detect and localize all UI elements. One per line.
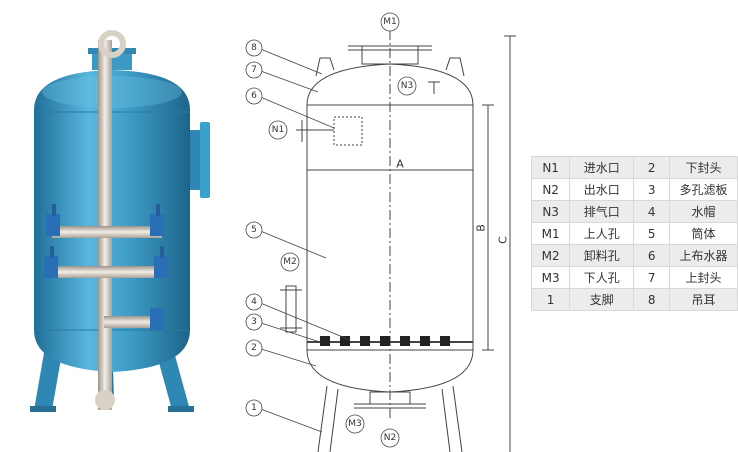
legend-number: 8 (633, 288, 671, 311)
legend-name: 下人孔 (569, 266, 635, 289)
leg-left (317, 385, 328, 452)
legend-code: N1 (530, 156, 571, 179)
callout-n2: N2 (384, 433, 396, 443)
legend-code: M1 (530, 222, 571, 245)
callout-m1: M1 (383, 17, 397, 27)
legend-number: 3 (633, 178, 671, 201)
legend-name: 支脚 (569, 288, 635, 311)
callout-m3: M3 (348, 419, 362, 429)
legend-name: 出水口 (569, 178, 635, 201)
callout-4: 4 (251, 297, 257, 307)
water-caps (320, 336, 450, 346)
legend-part: 筒体 (669, 222, 738, 245)
legend-name: 上人孔 (569, 222, 635, 245)
valves (44, 204, 168, 330)
lifting-lug-left (315, 57, 335, 77)
callout-n1: N1 (272, 125, 284, 135)
legend-number: 7 (633, 266, 671, 289)
legend-number: 2 (633, 156, 671, 179)
callout-2: 2 (251, 343, 257, 353)
technical-drawing: M1 N1 N2 N3 M2 M3 1 2 3 4 5 6 7 8 A B C (245, 12, 516, 452)
dimension-b: B (475, 224, 488, 232)
legend-code: N2 (530, 178, 571, 201)
legend-name: 卸料孔 (569, 244, 635, 267)
legend-name: 进水口 (569, 156, 635, 179)
tank-photo (30, 30, 210, 412)
upper-distributor (333, 116, 363, 146)
legend-code: N3 (530, 200, 571, 223)
callout-m2: M2 (283, 257, 297, 267)
n3-vent (428, 81, 440, 94)
callout-1: 1 (251, 403, 257, 413)
m2-discharge (285, 285, 297, 333)
callout-7: 7 (251, 65, 257, 75)
callout-8: 8 (251, 43, 257, 53)
callout-n3: N3 (401, 81, 413, 91)
legend-part: 多孔滤板 (669, 178, 738, 201)
side-manhole (190, 122, 210, 198)
legend-code: M2 (530, 244, 571, 267)
legend-number: 6 (633, 244, 671, 267)
legend-part: 吊耳 (669, 288, 738, 311)
dimension-a: A (396, 158, 404, 171)
dimension-c: C (497, 236, 510, 244)
lifting-lug-right (445, 57, 465, 77)
callout-5: 5 (251, 225, 257, 235)
callout-3: 3 (251, 317, 257, 327)
pipe-manifold (44, 226, 168, 328)
leg-right (441, 388, 451, 452)
legend-part: 下封头 (669, 156, 738, 179)
legend-name: 排气口 (569, 200, 635, 223)
legend-part: 水帽 (669, 200, 738, 223)
legend-code: 1 (530, 288, 571, 311)
legend-number: 5 (633, 222, 671, 245)
callout-6: 6 (251, 91, 257, 101)
legend-part: 上封头 (669, 266, 738, 289)
legend-part: 上布水器 (669, 244, 738, 267)
legend-number: 4 (633, 200, 671, 223)
legend-code: M3 (530, 266, 571, 289)
